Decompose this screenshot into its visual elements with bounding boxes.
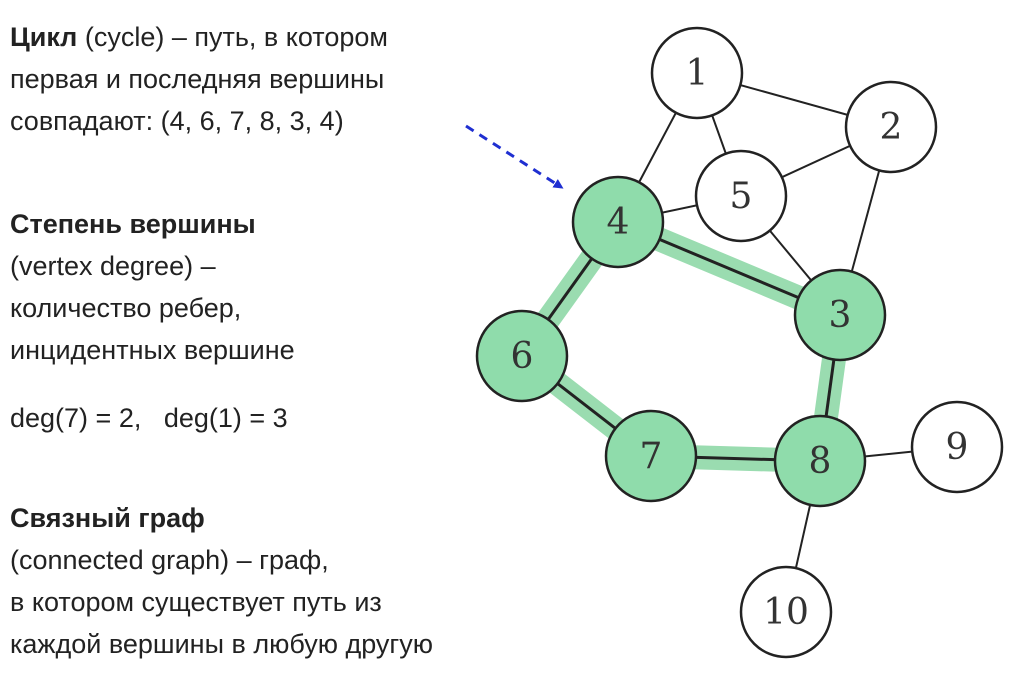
- graph-node-label: 4: [607, 202, 630, 243]
- graph-node-circle: [650, 26, 744, 120]
- graph-node-7: 7: [604, 409, 698, 503]
- graph-node-circle: [773, 414, 867, 508]
- graph-nodes: 1 2 3 4 5 6 7 8 9 10: [475, 26, 1004, 659]
- graph-node-6: 6: [475, 309, 569, 403]
- vertex-degree-line-4: инцидентных вершине: [10, 335, 295, 365]
- graph-node-label: 3: [829, 295, 852, 336]
- graph-node-label: 10: [763, 592, 809, 633]
- graph-node-label: 1: [686, 53, 709, 94]
- connected-graph-line-2: (connected graph) – граф,: [10, 545, 329, 575]
- cycle-term: Цикл: [10, 22, 78, 52]
- graph-node-label: 9: [946, 427, 969, 468]
- graph-node-4: 4: [571, 175, 665, 269]
- graph-node-label: 6: [511, 336, 534, 377]
- cycle-term-rest: (cycle) – путь, в котором: [77, 22, 388, 52]
- connected-graph-line-3: в котором существует путь из: [10, 587, 382, 617]
- connected-graph-definition: Связный граф (connected graph) – граф, в…: [10, 497, 433, 665]
- graph-node-circle: [739, 565, 833, 659]
- graph-node-label: 8: [809, 441, 832, 482]
- cycle-definition-line-2: первая и последняя вершины: [10, 64, 385, 94]
- vertex-degree-line-3: количество ребер,: [10, 293, 242, 323]
- graph-node-circle: [844, 80, 938, 174]
- pointer-arrow-icon: [465, 124, 564, 189]
- graph-node-circle: [604, 409, 698, 503]
- graph-node-circle: [571, 175, 665, 269]
- graph-node-9: 9: [910, 400, 1004, 494]
- graph-node-5: 5: [694, 149, 788, 243]
- graph-node-label: 7: [640, 436, 663, 477]
- graph-node-label: 2: [880, 107, 903, 148]
- degree-examples: deg(7) = 2, deg(1) = 3: [10, 397, 288, 439]
- graph-node-8: 8: [773, 414, 867, 508]
- degree-examples-text: deg(7) = 2, deg(1) = 3: [10, 403, 288, 433]
- cycle-definition: Цикл (cycle) – путь, в котором первая и …: [10, 16, 388, 142]
- graph-node-1: 1: [650, 26, 744, 120]
- graph-node-circle: [694, 149, 788, 243]
- cycle-definition-line-3: совпадают: (4, 6, 7, 8, 3, 4): [10, 106, 344, 136]
- connected-graph-term: Связный граф: [10, 503, 205, 533]
- connected-graph-line-4: каждой вершины в любую другую: [10, 629, 434, 659]
- graph-node-10: 10: [739, 565, 833, 659]
- graph-node-3: 3: [793, 268, 887, 362]
- vertex-degree-definition: Степень вершины (vertex degree) – количе…: [10, 203, 295, 371]
- graph-node-circle: [475, 309, 569, 403]
- cycle-definition-line-1: Цикл (cycle) – путь, в котором: [10, 16, 388, 58]
- graph-node-2: 2: [844, 80, 938, 174]
- graph-node-label: 5: [730, 176, 753, 217]
- vertex-degree-term: Степень вершины: [10, 209, 256, 239]
- graph-node-circle: [793, 268, 887, 362]
- graph-node-circle: [910, 400, 1004, 494]
- vertex-degree-line-2: (vertex degree) –: [10, 251, 216, 281]
